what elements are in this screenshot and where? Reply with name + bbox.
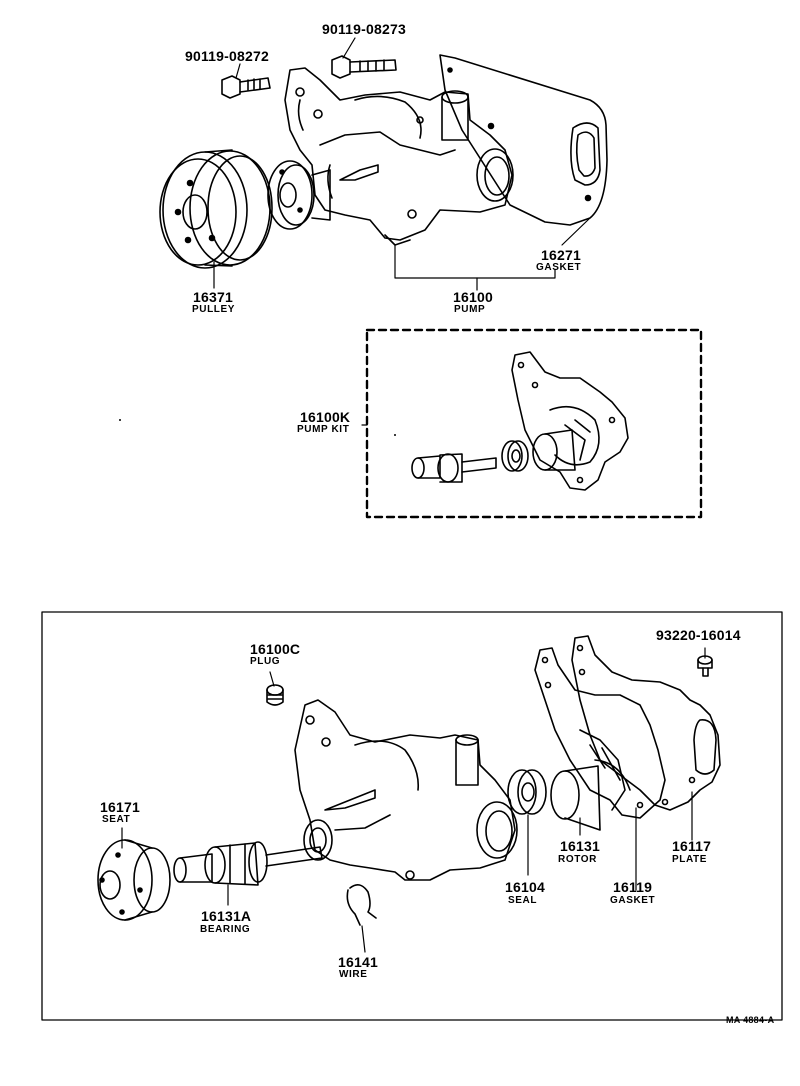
bolt-90119-08273-drawing <box>331 55 397 79</box>
label-16117-name: PLATE <box>672 854 708 865</box>
pump-hub-drawing <box>267 160 331 230</box>
label-16100k-name: PUMP KIT <box>297 424 350 435</box>
label-16131a-name: BEARING <box>200 924 251 935</box>
label-16131-name: ROTOR <box>558 854 597 865</box>
label-90119-08273: 90119-08273 <box>322 21 406 37</box>
label-16100c-name: PLUG <box>250 656 281 667</box>
label-16371-number: 16371 <box>193 289 233 305</box>
bearing-16131a-drawing <box>173 841 323 886</box>
label-16171-name: SEAT <box>102 814 131 825</box>
label-16271-name: GASKET <box>536 262 582 273</box>
bolt-90119-08272-drawing <box>221 75 271 99</box>
bolt-93220-16014-drawing <box>697 655 713 677</box>
exploded-view-box <box>41 611 783 1021</box>
seal-16104-drawing <box>507 769 547 815</box>
label-16119-number: 16119 <box>613 879 653 895</box>
pump-kit-box <box>361 328 703 519</box>
label-16119-name: GASKET <box>610 895 656 906</box>
bottom-leader-lines <box>121 647 706 953</box>
plug-16100c-drawing <box>266 684 284 706</box>
top-leader-lines <box>213 37 591 291</box>
label-16271-number: 16271 <box>541 247 581 263</box>
figure-reference: MA 4884-A <box>726 1015 775 1025</box>
gasket-16119-drawing <box>534 647 666 819</box>
rotor-16131-drawing <box>550 729 631 831</box>
label-16141-number: 16141 <box>338 954 378 970</box>
label-16371-name: PULLEY <box>192 304 236 315</box>
label-16104-number: 16104 <box>505 879 545 895</box>
label-90119-08272: 90119-08272 <box>185 48 269 64</box>
label-16104-name: SEAL <box>508 895 538 906</box>
label-16100k-number: 16100K <box>300 409 351 425</box>
wire-16141-drawing <box>346 884 377 926</box>
pump-kit-parts-drawing <box>411 351 629 491</box>
label-16117-number: 16117 <box>672 838 712 854</box>
seat-16171-drawing <box>97 839 171 921</box>
label-16141-name: WIRE <box>339 969 368 980</box>
pump-body-drawing <box>294 699 518 881</box>
label-16100-number: 16100 <box>453 289 493 305</box>
label-16131-number: 16131 <box>560 838 600 854</box>
label-16100-name: PUMP <box>454 304 486 315</box>
label-16100c-number: 16100C <box>250 641 301 657</box>
label-16131a-number: 16131A <box>201 908 252 924</box>
plate-16117-drawing <box>571 635 721 811</box>
gasket-16271-drawing <box>439 54 608 226</box>
pulley-16371-drawing <box>159 149 273 269</box>
label-16171-number: 16171 <box>100 799 140 815</box>
label-93220-16014: 93220-16014 <box>656 627 741 643</box>
